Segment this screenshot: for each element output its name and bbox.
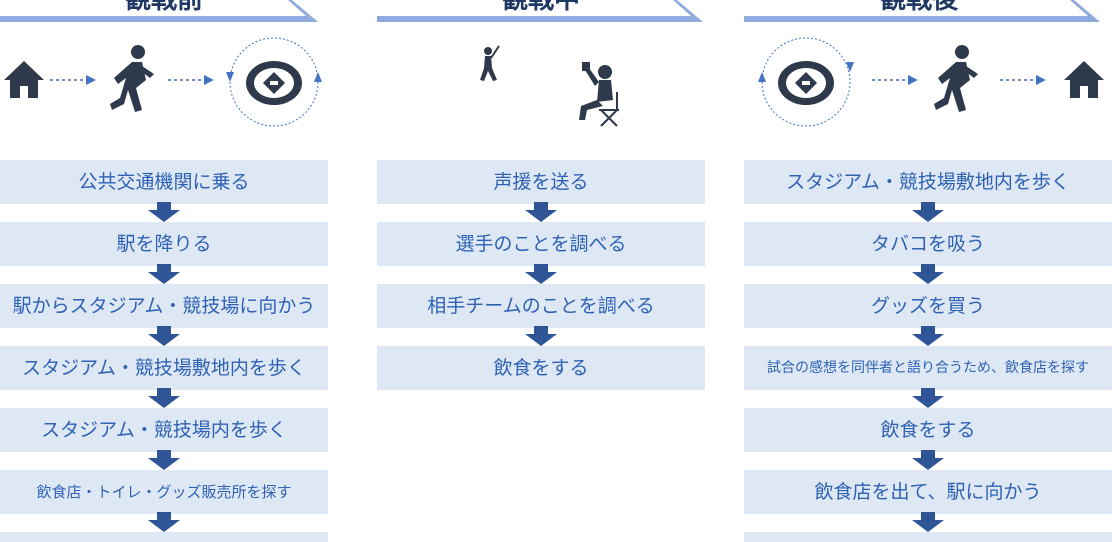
down-arrow-icon xyxy=(148,202,180,222)
down-arrow-icon xyxy=(148,512,180,532)
step-box: グッズを買う xyxy=(744,284,1112,328)
header-before: 観戦前 xyxy=(0,0,328,26)
icon-row-after xyxy=(744,30,1114,140)
down-arrow-icon xyxy=(912,512,944,532)
down-arrow-icon xyxy=(912,264,944,284)
step-box: スタジアム・競技場内を歩く xyxy=(0,408,328,452)
step-box: スタジアム・競技場敷地内を歩く xyxy=(744,160,1112,204)
header-title: 観戦後 xyxy=(879,0,958,15)
step-box: スタジアム・競技場敷地内を歩く xyxy=(0,346,328,390)
seated-spectator-icon xyxy=(579,62,619,127)
step-box: 相手チームのことを調べる xyxy=(377,284,705,328)
down-arrow-icon xyxy=(148,326,180,346)
header-after: 観戦後 xyxy=(744,0,1114,26)
column-after: 観戦後 スタジアム・競技場敷地内を歩く タバコを吸う xyxy=(744,0,1114,542)
step-box xyxy=(0,532,328,542)
header-during: 観戦中 xyxy=(377,0,705,26)
step-box: 飲食をする xyxy=(744,408,1112,452)
dashed-arrow-icon xyxy=(168,75,214,85)
dashed-arrow-icon xyxy=(50,75,96,85)
column-during: 観戦中 声援を送る 選手のことを調べる 相手チームのことを調べる 飲食をする xyxy=(377,0,705,538)
step-box xyxy=(744,532,1112,542)
step-box: 試合の感想を同伴者と語り合うため、飲食店を探す xyxy=(744,346,1112,390)
step-box: 飲食店・トイレ・グッズ販売所を探す xyxy=(0,470,328,514)
dashed-arrow-icon xyxy=(872,75,918,85)
step-box: 飲食店を出て、駅に向かう xyxy=(744,470,1112,514)
dashed-arrow-icon xyxy=(1000,75,1046,85)
header-title: 観戦中 xyxy=(501,0,580,15)
down-arrow-icon xyxy=(525,202,557,222)
step-box: 駅からスタジアム・競技場に向かう xyxy=(0,284,328,328)
step-box: 飲食をする xyxy=(377,346,705,390)
down-arrow-icon xyxy=(148,450,180,470)
icon-row-during xyxy=(377,30,705,140)
step-box: 選手のことを調べる xyxy=(377,222,705,266)
icon-row-before xyxy=(0,30,328,140)
batter-icon xyxy=(480,45,500,81)
step-box: 駅を降りる xyxy=(0,222,328,266)
step-box: 公共交通機関に乗る xyxy=(0,160,328,204)
down-arrow-icon xyxy=(525,264,557,284)
header-title: 観戦前 xyxy=(124,0,203,15)
walking-person-icon xyxy=(934,45,978,112)
down-arrow-icon xyxy=(912,388,944,408)
step-box: 声援を送る xyxy=(377,160,705,204)
step-box: タバコを吸う xyxy=(744,222,1112,266)
stadium-icon xyxy=(758,37,854,127)
down-arrow-icon xyxy=(525,326,557,346)
walking-person-icon xyxy=(110,45,154,112)
stadium-icon xyxy=(226,37,322,127)
down-arrow-icon xyxy=(912,450,944,470)
down-arrow-icon xyxy=(148,388,180,408)
column-before: 観戦前 公共交通機関に乗る 駅を降りる 駅か xyxy=(0,0,328,542)
down-arrow-icon xyxy=(912,202,944,222)
house-icon xyxy=(1064,61,1104,98)
down-arrow-icon xyxy=(912,326,944,346)
house-icon xyxy=(4,61,44,98)
down-arrow-icon xyxy=(148,264,180,284)
